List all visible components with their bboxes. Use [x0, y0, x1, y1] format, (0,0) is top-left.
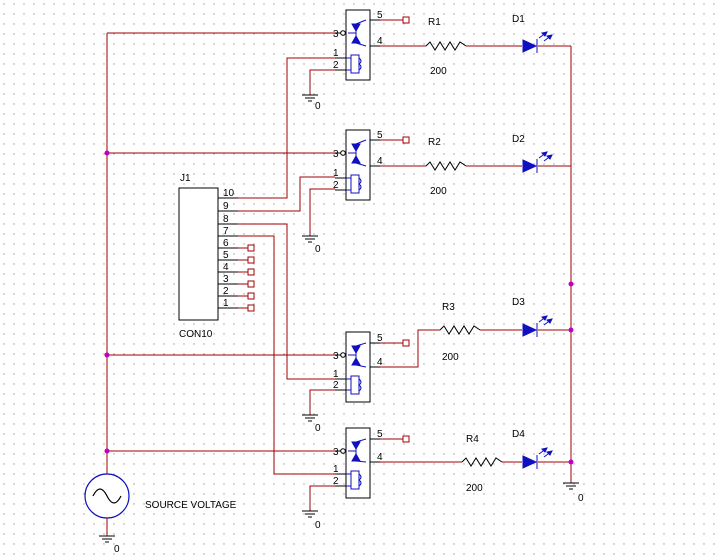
relay-4[interactable]: 3 1 2 5 4: [333, 427, 383, 499]
connector-pin-label: 1: [223, 298, 229, 309]
ground-label: 0: [114, 544, 120, 555]
resistor-value: 200: [442, 352, 459, 363]
relay-body: [345, 331, 371, 403]
connector-pin-label: 8: [223, 214, 229, 225]
ground-symbol: 0: [99, 530, 120, 555]
resistor-value: 200: [466, 483, 483, 494]
connector-pin-label: 3: [223, 274, 229, 285]
relay-3[interactable]: 3 1 2 5 4: [333, 331, 383, 403]
ground-label: 0: [315, 520, 321, 531]
led-d4[interactable]: D4: [512, 429, 553, 469]
relay-pin-label: 4: [377, 452, 383, 463]
relay-pin-label: 1: [333, 48, 339, 59]
led-d2[interactable]: D2: [512, 134, 553, 173]
junction-dot: [568, 281, 574, 287]
relay-pin-label: 2: [333, 476, 339, 487]
resistor-ref: R1: [428, 17, 441, 28]
connector-pin-label: 4: [223, 262, 229, 273]
junction-dot: [104, 448, 110, 454]
resistor-ref: R4: [466, 434, 479, 445]
relay-pin-label: 1: [333, 464, 339, 475]
relay-pin-label: 5: [377, 130, 383, 141]
relay-pin-label: 4: [377, 357, 383, 368]
relay-pin-label: 5: [377, 429, 383, 440]
relay-pin-label: 1: [333, 168, 339, 179]
connector-ref: J1: [180, 173, 191, 184]
relay-1[interactable]: 3 1 2 5 4: [333, 9, 383, 81]
ground-label: 0: [315, 423, 321, 434]
ground-symbol: 0: [563, 482, 584, 504]
relay-body: [345, 427, 371, 499]
source-label: SOURCE VOLTAGE: [145, 500, 237, 511]
resistor-r3[interactable]: R3 200: [439, 302, 481, 363]
resistor-r1[interactable]: R1 200: [425, 17, 467, 77]
resistor-ref: R3: [442, 302, 455, 313]
resistor-ref: R2: [428, 137, 441, 148]
relay-pin-label: 5: [377, 333, 383, 344]
junction-dot: [104, 150, 110, 156]
relay-pin-label: 3: [333, 447, 339, 458]
connector-pin-label: 7: [223, 226, 229, 237]
junctions: [104, 150, 574, 465]
ground-symbol: 0: [302, 94, 321, 112]
led-d1[interactable]: D1: [512, 14, 553, 53]
led-d3[interactable]: D3: [512, 297, 553, 337]
connector-pin-label: 2: [223, 286, 229, 297]
junction-dot: [104, 352, 110, 358]
junction-dot: [568, 327, 574, 333]
relay-pin-label: 4: [377, 36, 383, 47]
relay-pin-label: 5: [377, 10, 383, 21]
relay-pin-label: 2: [333, 180, 339, 191]
resistor-value: 200: [430, 66, 447, 77]
ground-symbol: 0: [302, 510, 321, 531]
connector-body: [178, 187, 219, 321]
unconnected-pins: [247, 16, 410, 443]
ground-symbol: 0: [302, 235, 321, 255]
wires: [106, 19, 572, 511]
relay-pin-label: 3: [333, 29, 339, 40]
relay-pin-label: 3: [333, 351, 339, 362]
relay-pin-label: 1: [333, 369, 339, 380]
relay-pin-label: 2: [333, 60, 339, 71]
junction-dot: [568, 459, 574, 465]
led-ref: D3: [512, 297, 525, 308]
connector-pin-label: 5: [223, 250, 229, 261]
relay-pin-label: 4: [377, 156, 383, 167]
relay-2[interactable]: 3 1 2 5 4: [333, 129, 383, 201]
resistor-value: 200: [430, 186, 447, 197]
ground-label: 0: [315, 244, 321, 255]
led-ref: D1: [512, 14, 525, 25]
ground-symbol: 0: [302, 414, 321, 434]
resistor-r4[interactable]: R4 200: [461, 434, 503, 494]
resistor-r2[interactable]: R2 200: [425, 137, 467, 197]
ground-label: 0: [315, 101, 321, 112]
relay-body: [345, 9, 371, 81]
ground-label: 0: [578, 493, 584, 504]
relay-pin-label: 2: [333, 380, 339, 391]
led-ref: D4: [512, 429, 525, 440]
connector-pin-label: 9: [223, 201, 229, 212]
relay-body: [345, 129, 371, 201]
ac-source[interactable]: SOURCE VOLTAGE: [84, 462, 237, 530]
connector-value: CON10: [179, 329, 213, 340]
led-ref: D2: [512, 134, 525, 145]
connector-pin-label: 10: [223, 188, 235, 199]
connector-j1[interactable]: J1 CON10 10 9 8 7 6 5 4 3 2 1: [178, 173, 238, 340]
connector-pin-label: 6: [223, 238, 229, 249]
relay-pin-label: 3: [333, 149, 339, 160]
